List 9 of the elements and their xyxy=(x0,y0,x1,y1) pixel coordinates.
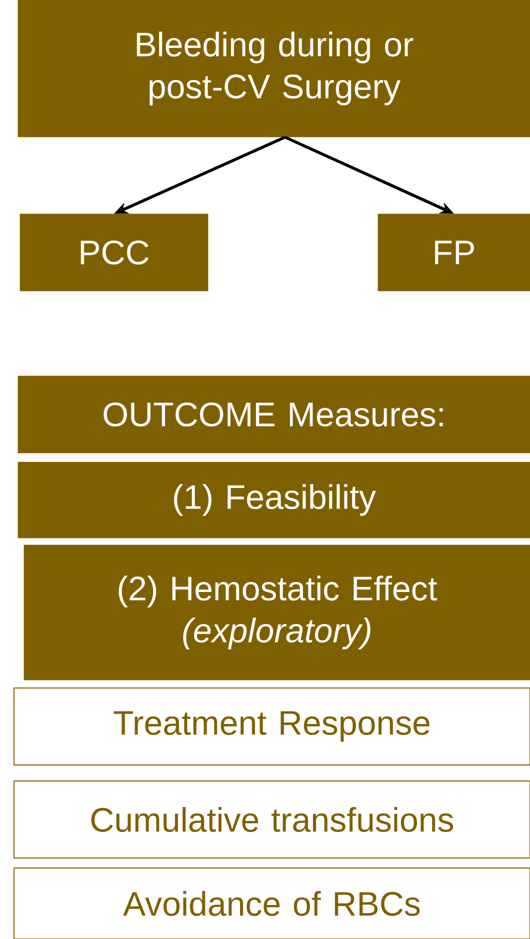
treatment-box: PCC xyxy=(20,214,208,292)
treatment-box: FP xyxy=(378,214,530,292)
measure-box: Cumulative transfusions xyxy=(14,780,530,858)
heading-box: OUTCOME Measures: xyxy=(18,376,530,454)
title-box: Bleeding during or post-CV Surgery xyxy=(18,0,530,138)
outcome-box: (1) Feasibility xyxy=(18,462,530,538)
outcome-box: (2) Hemostatic Effect (exploratory) xyxy=(24,544,530,680)
measure-box: Treatment Response xyxy=(14,688,530,766)
measure-box: Avoidance of RBCs xyxy=(14,868,530,939)
